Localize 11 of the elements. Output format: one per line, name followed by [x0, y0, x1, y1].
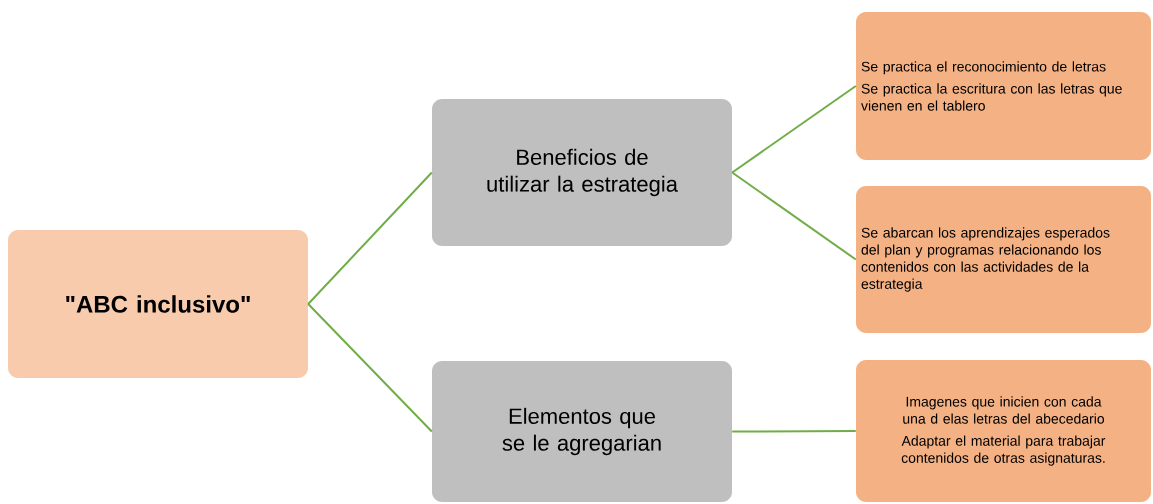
connector-line [307, 303, 433, 433]
topic-box: Beneficios de utilizar la estrategia [432, 99, 732, 246]
topic-box: Elementos que se le agregarian [432, 361, 732, 502]
detail-box: Imagenes que inicien con cada una d elas letras del abecedario Adaptar el material para trabajar contenidos de otras asignaturas. [856, 360, 1151, 502]
detail-box: Se abarcan los aprendizajes esperados del plan y programas relacionando los contenidos con las actividades de la estrategia [856, 186, 1151, 333]
connector-line [307, 171, 433, 305]
connector-line [731, 430, 857, 433]
root-box: "ABC inclusivo" [8, 230, 308, 378]
connector-line [731, 171, 857, 261]
detail-box: Se practica el reconocimiento de letras Se practica la escritura con las letras que vienen en el tablero [856, 12, 1151, 160]
connector-line [731, 85, 857, 174]
